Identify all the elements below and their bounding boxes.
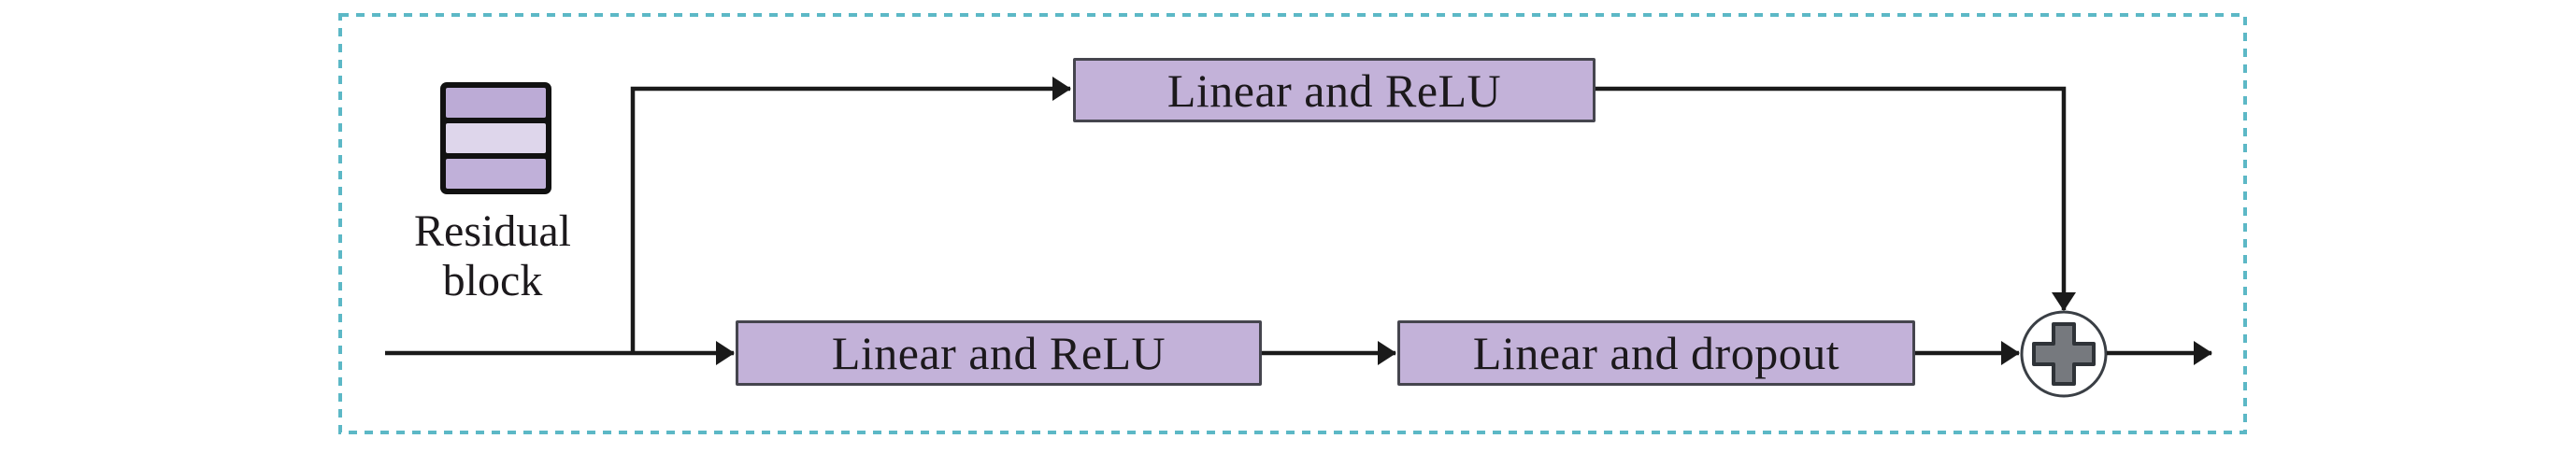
node-linear-relu-main: Linear and ReLU — [736, 320, 1262, 386]
stack-cell-bottom — [446, 159, 546, 189]
skip-branch-arrow-line — [630, 77, 1071, 355]
node-linear-dropout-main: Linear and dropout — [1397, 320, 1915, 386]
stack-cell-middle — [446, 123, 546, 153]
residual-block-label: Residual block — [371, 206, 614, 305]
residual-block-label-line2: block — [442, 256, 543, 305]
residual-block-label-line1: Residual — [414, 206, 571, 256]
dashed-frame-border — [338, 13, 2247, 434]
plus-in-circle-icon — [2032, 322, 2096, 386]
stack-cell-top — [446, 88, 546, 118]
node-linear-relu-skip: Linear and ReLU — [1073, 58, 1596, 122]
skip-to-sum-arrow-line — [1596, 86, 2076, 311]
residual-stack-icon — [440, 82, 551, 194]
